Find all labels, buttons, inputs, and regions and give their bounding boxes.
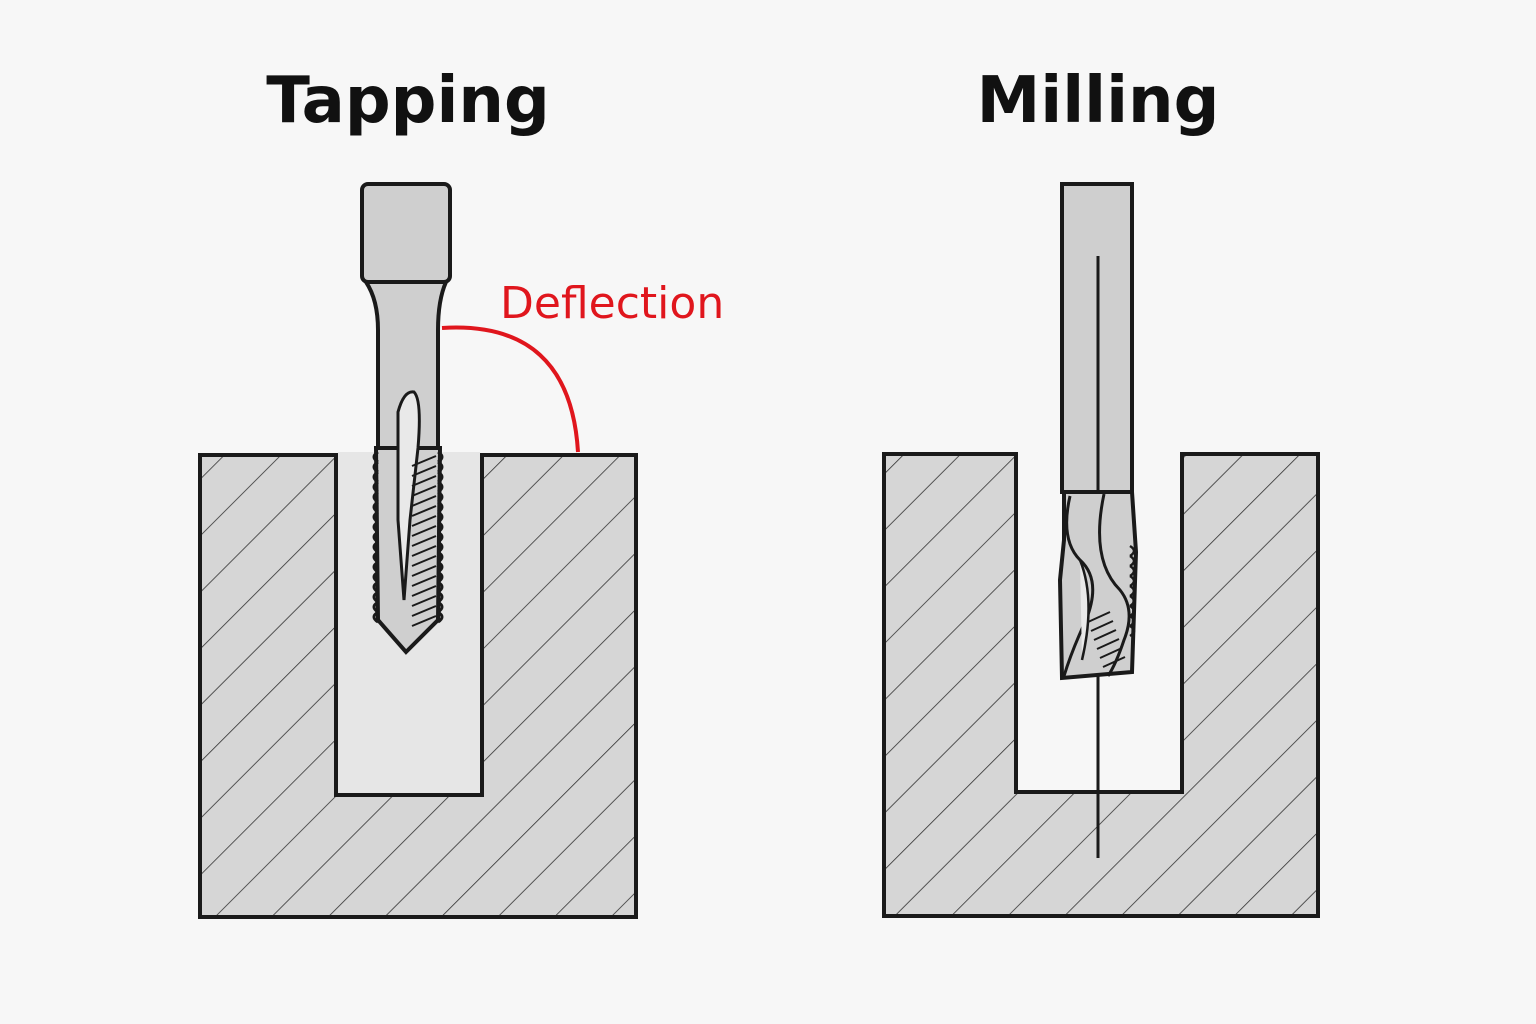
- tap-flute: [396, 390, 421, 601]
- endmill-body: [1057, 490, 1139, 681]
- endmill-tooth-line: [1102, 656, 1126, 668]
- tap-thread-line: [411, 515, 437, 527]
- milling-workpiece: [882, 452, 1320, 918]
- tap-thread-line: [411, 595, 437, 607]
- endmill-tooth: [1129, 564, 1136, 578]
- tap-thread-line: [411, 615, 437, 627]
- endmill-tooth: [1129, 574, 1136, 588]
- endmill-tooth: [1129, 544, 1136, 558]
- tap-thread-line: [411, 485, 437, 497]
- endmill-tooth: [1129, 624, 1136, 638]
- tap-thread-line: [411, 505, 437, 517]
- tap-thread-line: [411, 495, 437, 507]
- endmill-tooth: [1129, 584, 1136, 598]
- tap-threads: [372, 450, 444, 627]
- endmill-flute-2: [1098, 493, 1131, 677]
- endmill-tooth: [1129, 594, 1136, 608]
- endmill-tooth: [1129, 604, 1136, 618]
- endmill-tooth-line: [1099, 647, 1123, 659]
- endmill-tooth-line: [1087, 611, 1111, 623]
- deflection-label: Deflection: [500, 278, 724, 329]
- tap-thread-left: [372, 610, 379, 624]
- milling-diagram: [882, 182, 1320, 918]
- milling-title: Milling: [977, 64, 1220, 138]
- tap-thread-line: [411, 555, 437, 567]
- endmill-flute-1: [1062, 495, 1095, 677]
- tapping-title: Tapping: [266, 64, 550, 138]
- endmill-tooth-line: [1090, 620, 1114, 632]
- tap-thread-line: [411, 575, 437, 587]
- endmill-tooth: [1129, 614, 1136, 628]
- tapping-diagram: Deflection: [198, 182, 724, 919]
- endmill-tooth: [1129, 554, 1136, 568]
- tap-thread-line: [411, 605, 437, 617]
- endmill-tooth-line: [1093, 629, 1117, 641]
- endmill-tooth-line: [1096, 638, 1120, 650]
- tap-thread-line: [411, 565, 437, 577]
- tap-thread-line: [411, 535, 437, 547]
- tap-thread-line: [411, 475, 437, 487]
- tap-thread-line: [411, 585, 437, 597]
- tap-thread-line: [411, 465, 437, 477]
- tap-thread-line: [411, 525, 437, 537]
- tap-shank: [360, 182, 452, 284]
- deflection-arc: [441, 325, 580, 453]
- tap-thread-right: [437, 610, 444, 624]
- tap-thread-line: [411, 545, 437, 557]
- endmill-teeth: [1087, 544, 1136, 668]
- tap-thread-line: [411, 455, 437, 467]
